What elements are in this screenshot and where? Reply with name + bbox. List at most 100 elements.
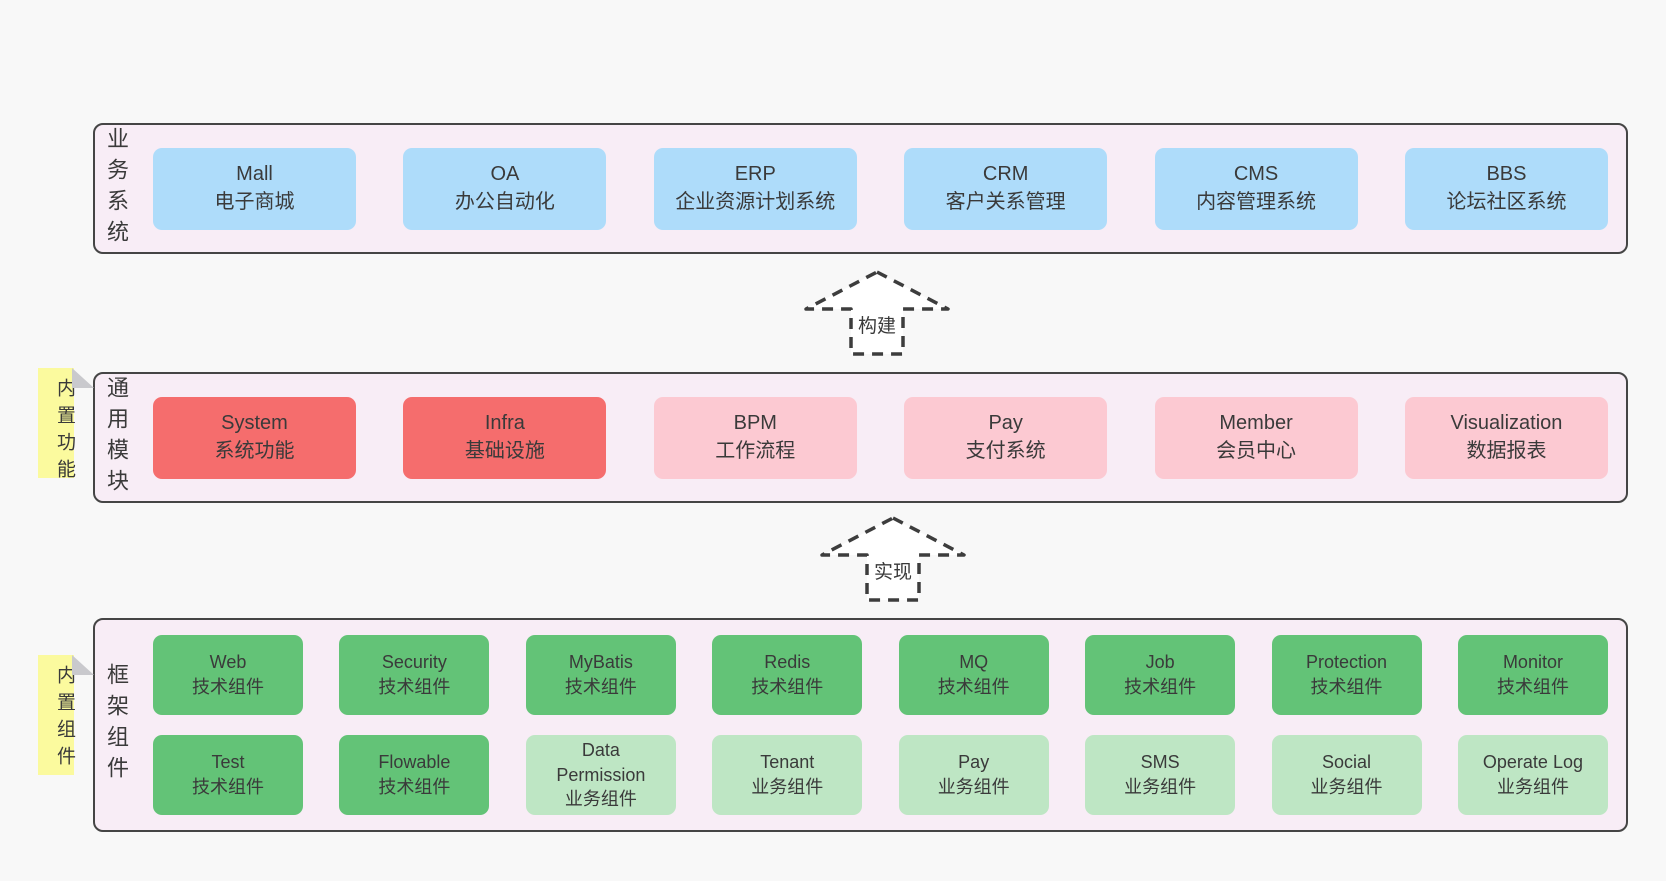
sticky-note-builtin-features: 内置功能 xyxy=(38,368,94,486)
component-name: Operate Log xyxy=(1482,752,1583,773)
component-name: Security xyxy=(381,652,447,673)
component-box: SMS 业务组件 xyxy=(1085,735,1236,815)
module-subtitle: 基础设施 xyxy=(464,439,545,462)
sticky-note-builtin-components: 内置组件 xyxy=(38,655,94,775)
component-type: 业务组件 xyxy=(751,777,824,797)
component-box: Tenant 业务组件 xyxy=(712,735,863,815)
implement-arrow: 实现 xyxy=(818,514,968,604)
component-name: Data Permission xyxy=(556,739,646,785)
component-name: Flowable xyxy=(378,752,451,773)
module-name: CRM xyxy=(982,162,1029,185)
component-box: Job 技术组件 xyxy=(1085,635,1236,715)
component-box: Protection 技术组件 xyxy=(1271,635,1422,715)
module-box: Member 会员中心 xyxy=(1154,396,1358,479)
module-name: BPM xyxy=(733,411,777,434)
component-type: 技术组件 xyxy=(564,677,637,697)
build-arrow-label: 构建 xyxy=(853,310,901,339)
module-name: System xyxy=(221,411,288,434)
component-type: 技术组件 xyxy=(751,677,824,697)
component-name: MyBatis xyxy=(568,652,633,673)
component-box: Monitor 技术组件 xyxy=(1457,635,1608,715)
module-box: BBS 论坛社区系统 xyxy=(1404,147,1608,230)
layer-common-modules-label: 通用模块 xyxy=(104,375,129,500)
component-box: Flowable 技术组件 xyxy=(339,735,490,815)
business-systems-rows: Mall 电子商城 OA 办公自动化 ERP 企业资源计划系统 CRM 客户关系… xyxy=(153,125,1608,252)
layer-common-modules: 通用模块 System 系统功能 Infra 基础设施 BPM 工作流程 Pay… xyxy=(93,372,1628,503)
module-subtitle: 会员中心 xyxy=(1216,439,1297,462)
component-type: 技术组件 xyxy=(192,677,264,697)
component-type: 业务组件 xyxy=(1310,777,1383,797)
component-name: Job xyxy=(1145,652,1175,673)
box-row: System 系统功能 Infra 基础设施 BPM 工作流程 Pay 支付系统… xyxy=(153,396,1608,479)
module-box: BPM 工作流程 xyxy=(653,396,857,479)
module-box: Visualization 数据报表 xyxy=(1404,396,1608,479)
component-name: Protection xyxy=(1306,652,1388,673)
component-type: 技术组件 xyxy=(1496,677,1569,697)
component-name: SMS xyxy=(1140,752,1180,773)
folded-corner-icon xyxy=(72,368,94,388)
module-name: Mall xyxy=(236,162,273,185)
component-type: 技术组件 xyxy=(192,777,264,797)
component-name: Redis xyxy=(764,652,811,673)
box-row: Mall 电子商城 OA 办公自动化 ERP 企业资源计划系统 CRM 客户关系… xyxy=(153,147,1608,230)
module-box: System 系统功能 xyxy=(153,396,356,479)
component-box: MQ 技术组件 xyxy=(898,635,1049,715)
implement-arrow-label: 实现 xyxy=(869,556,917,585)
component-box: Test 技术组件 xyxy=(153,735,303,815)
sticky-note-text: 内置功能 xyxy=(54,378,75,486)
module-name: Visualization xyxy=(1450,411,1563,434)
component-box: Redis 技术组件 xyxy=(712,635,863,715)
box-row: Web 技术组件 Security 技术组件 MyBatis 技术组件 Redi… xyxy=(153,635,1608,715)
module-box: CRM 客户关系管理 xyxy=(904,147,1108,230)
layer-business-systems-label: 业务系统 xyxy=(104,126,129,251)
component-box: MyBatis 技术组件 xyxy=(525,635,676,715)
component-type: 技术组件 xyxy=(378,777,451,797)
component-type: 技术组件 xyxy=(1310,677,1383,697)
component-name: MQ xyxy=(959,652,989,673)
common-modules-rows: System 系统功能 Infra 基础设施 BPM 工作流程 Pay 支付系统… xyxy=(153,374,1608,501)
module-subtitle: 办公自动化 xyxy=(454,190,555,213)
module-name: BBS xyxy=(1486,162,1527,185)
module-subtitle: 工作流程 xyxy=(715,439,796,462)
component-name: Pay xyxy=(958,752,990,773)
module-name: ERP xyxy=(734,162,776,185)
component-box: Data Permission 业务组件 xyxy=(525,735,676,815)
layer-framework-components: 框架组件 Web 技术组件 Security 技术组件 MyBatis 技术组件… xyxy=(93,618,1628,832)
module-subtitle: 客户关系管理 xyxy=(945,190,1066,213)
module-subtitle: 支付系统 xyxy=(965,439,1046,462)
component-type: 业务组件 xyxy=(1496,777,1569,797)
layer-framework-components-label: 框架组件 xyxy=(104,663,129,787)
module-name: OA xyxy=(490,162,520,185)
module-name: Member xyxy=(1219,411,1293,434)
module-name: Pay xyxy=(988,411,1023,434)
framework-components-rows: Web 技术组件 Security 技术组件 MyBatis 技术组件 Redi… xyxy=(153,620,1608,830)
component-type: 业务组件 xyxy=(937,777,1010,797)
component-box: Security 技术组件 xyxy=(339,635,490,715)
module-subtitle: 数据报表 xyxy=(1466,439,1547,462)
component-name: Monitor xyxy=(1502,652,1563,673)
component-type: 业务组件 xyxy=(1124,777,1197,797)
module-box: CMS 内容管理系统 xyxy=(1154,147,1358,230)
component-box: Operate Log 业务组件 xyxy=(1457,735,1608,815)
box-row: Test 技术组件 Flowable 技术组件 Data Permission … xyxy=(153,735,1608,815)
module-subtitle: 企业资源计划系统 xyxy=(675,190,836,213)
module-box: OA 办公自动化 xyxy=(403,147,607,230)
component-box: Web 技术组件 xyxy=(153,635,303,715)
sticky-note-text: 内置组件 xyxy=(54,665,75,773)
module-name: CMS xyxy=(1233,162,1279,185)
component-name: Tenant xyxy=(760,752,815,773)
component-box: Pay 业务组件 xyxy=(898,735,1049,815)
component-box: Social 业务组件 xyxy=(1271,735,1422,815)
build-arrow: 构建 xyxy=(802,268,952,358)
component-type: 业务组件 xyxy=(564,789,637,810)
module-subtitle: 电子商城 xyxy=(214,190,295,213)
layer-business-systems: 业务系统 Mall 电子商城 OA 办公自动化 ERP 企业资源计划系统 CRM… xyxy=(93,123,1628,254)
module-subtitle: 论坛社区系统 xyxy=(1446,190,1567,213)
module-box: Pay 支付系统 xyxy=(904,396,1108,479)
component-name: Web xyxy=(209,652,247,673)
module-name: Infra xyxy=(484,411,525,434)
module-box: Infra 基础设施 xyxy=(403,396,607,479)
component-name: Test xyxy=(211,752,245,773)
component-name: Social xyxy=(1322,752,1372,773)
